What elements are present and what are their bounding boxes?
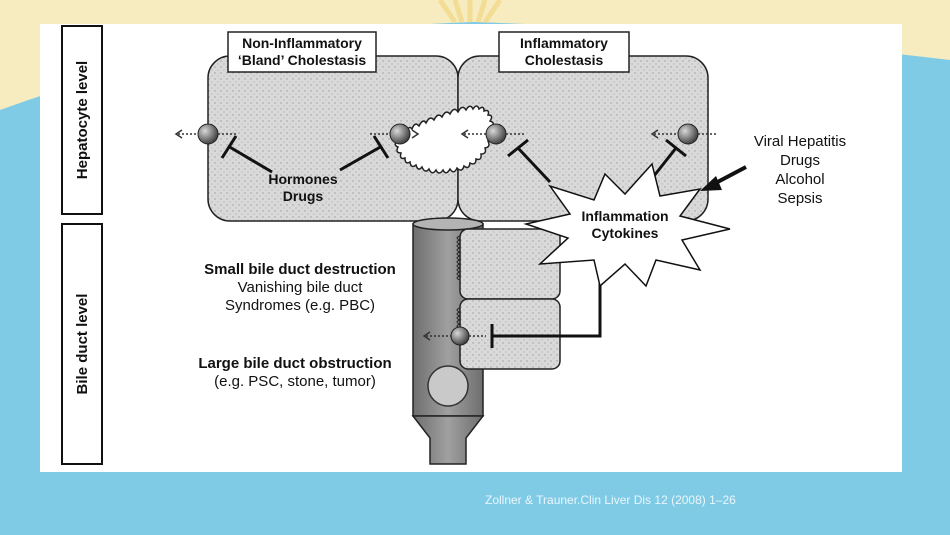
bile-duct-bottom <box>411 415 485 465</box>
small-duct-title: Small bile duct destruction <box>204 261 396 278</box>
large-duct-title: Large bile duct obstruction <box>198 355 391 372</box>
non-inflammatory-title-box <box>227 31 377 73</box>
bile-duct-level-label: Bile duct level <box>74 294 91 395</box>
non-inflammatory-title-line1: Non-Inflammatory <box>242 35 362 51</box>
citation: Zollner & Trauner.Clin Liver Dis 12 (200… <box>485 493 736 507</box>
hormones-label: Hormones <box>268 171 337 187</box>
inflammation-starburst <box>523 162 731 288</box>
hepatocyte-level-box <box>61 25 103 215</box>
transporter-canalicular-right <box>460 123 524 145</box>
transporter-canalicular-left <box>370 123 420 145</box>
inflammatory-title-line1: Inflammatory <box>520 35 608 51</box>
inflammatory-title-box <box>498 31 630 73</box>
cholangiocyte-microvilli-upper <box>456 235 462 281</box>
cholestasis-diagram: Hepatocyte level Bile duct level Non-Inf… <box>61 25 846 465</box>
inhibition-cytokines-cholangiocyte <box>490 272 602 348</box>
cause-viral-hepatitis: Viral Hepatitis <box>754 133 846 150</box>
inhibition-cytokines-canalicular <box>507 138 552 184</box>
inhibition-hormones-right <box>339 135 390 172</box>
cause-sepsis: Sepsis <box>777 190 822 207</box>
transporter-cholangiocyte <box>422 326 486 346</box>
drugs-label: Drugs <box>283 188 324 204</box>
small-duct-line2: Vanishing bile duct <box>238 279 364 296</box>
bile-canaliculus <box>394 105 494 174</box>
bile-duct-stone <box>427 365 469 407</box>
hepatocyte-level-label: Hepatocyte level <box>74 61 91 179</box>
inflammation-label: Inflammation <box>581 208 668 224</box>
inhibition-hormones-left <box>220 135 273 174</box>
figure-panel: Hepatocyte level Bile duct level Non-Inf… <box>40 24 902 472</box>
causes-arrow <box>700 165 747 191</box>
large-duct-line2: (e.g. PSC, stone, tumor) <box>214 373 376 390</box>
transporter-basolateral-right <box>650 123 718 145</box>
cause-alcohol: Alcohol <box>775 171 824 188</box>
cytokines-label: Cytokines <box>592 225 659 241</box>
inflammatory-title-line2: Cholestasis <box>525 52 604 68</box>
non-inflammatory-title-line2: ‘Bland’ Cholestasis <box>238 52 367 68</box>
transporter-basolateral-left <box>174 123 238 145</box>
cholangiocyte-lower <box>459 298 561 370</box>
bile-duct-top-opening <box>412 217 484 231</box>
small-duct-line3: Syndromes (e.g. PBC) <box>225 297 375 314</box>
cause-drugs: Drugs <box>780 152 820 169</box>
bile-duct-level-box <box>61 223 103 465</box>
